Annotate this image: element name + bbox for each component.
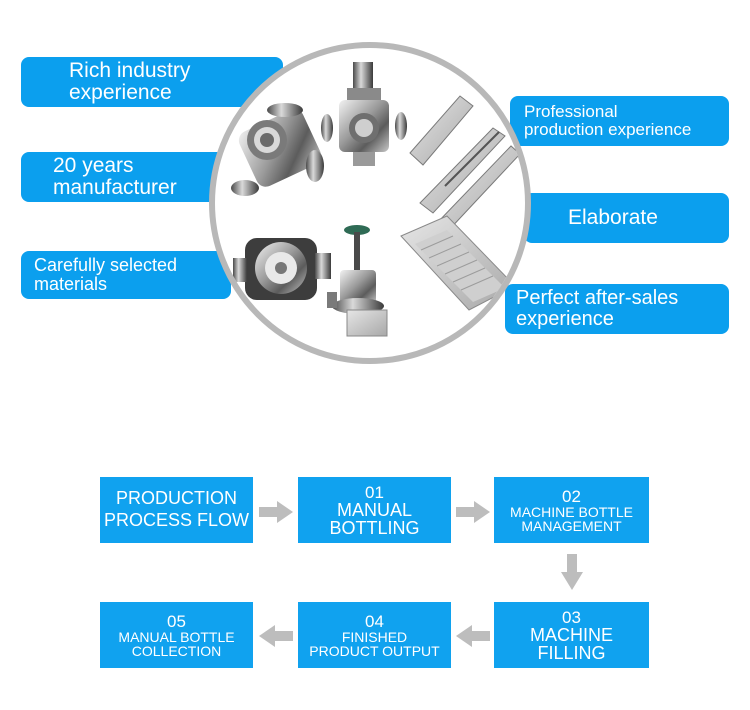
step-label: MANUAL [336,499,412,520]
step-label: PRODUCT OUTPUT [309,642,440,659]
feature-line: 20 years [53,153,134,177]
flow-step-01: 01 MANUAL BOTTLING [298,477,451,543]
feature-line: Professional [524,102,618,122]
step-label: BOTTLING [329,517,420,538]
steel-filling-nozzle-photo [327,225,388,337]
step-number: 04 [365,611,384,631]
product-circle [209,42,531,364]
feature-line: experience [516,308,614,330]
flow-step-03: 03 MACHINE FILLING [494,602,649,668]
step-label: FILLING [537,642,606,663]
product-collage [231,62,521,337]
feature-line: Elaborate [568,205,658,229]
step-label: MACHINE [529,624,613,645]
flow-step-02: 02 MACHINE BOTTLE MANAGEMENT [494,477,649,543]
arrow-right-icon [456,501,490,523]
feature-20-years: 20 years manufacturer [21,152,231,202]
feature-rich-industry: Rich industry experience [21,57,283,107]
feature-line: Perfect after-sales [516,287,679,309]
steel-cross-fitting-photo [231,103,324,196]
feature-line: Rich industry [69,58,191,82]
step-label: FINISHED [341,628,408,645]
steel-valve-assembly-photo [321,62,407,166]
step-number: 05 [167,611,186,631]
feature-professional: Professional production experience [510,96,729,146]
step-label: MANAGEMENT [521,517,622,534]
step-number: 02 [562,486,581,506]
flow-step-04: 04 FINISHED PRODUCT OUTPUT [298,602,451,668]
arrow-down-icon [561,554,583,590]
step-number: 03 [562,607,581,627]
arrow-left-icon [259,625,293,647]
step-number: 01 [365,482,384,502]
arrow-right-icon [259,501,293,523]
flow-title-box: PRODUCTION PROCESS FLOW [100,477,253,543]
feature-line: materials [34,274,108,294]
feature-after-sales: Perfect after-sales experience [505,284,729,334]
step-label: MACHINE BOTTLE [510,503,633,520]
steel-rail-parts-photo [409,95,521,233]
steel-valve-body-photo [233,238,331,300]
feature-line: Carefully selected [34,255,178,276]
step-label: COLLECTION [131,642,222,659]
feature-elaborate: Elaborate [524,193,729,243]
flow-title-line: PRODUCTION [116,488,237,509]
step-label: MANUAL BOTTLE [118,628,235,645]
feature-line: manufacturer [53,176,177,199]
arrow-left-icon [456,625,490,647]
flow-step-05: 05 MANUAL BOTTLE COLLECTION [100,602,253,668]
feature-line: production experience [524,120,692,139]
flow-title-line: PROCESS FLOW [103,510,250,530]
feature-line: experience [69,81,172,104]
feature-materials: Carefully selected materials [21,251,231,299]
steel-guide-plate-photo [400,215,516,311]
